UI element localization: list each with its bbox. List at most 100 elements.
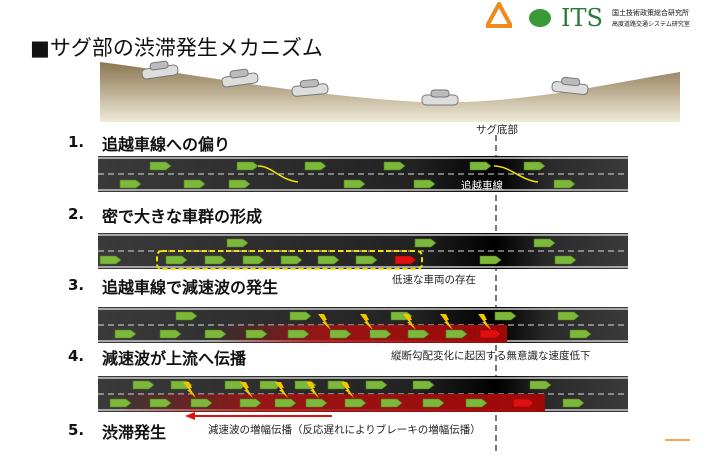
lightning-icon — [240, 382, 253, 398]
car-icon — [355, 255, 378, 265]
lightning-icon — [318, 314, 331, 330]
car-icon — [329, 329, 352, 339]
car-icon — [239, 398, 262, 408]
lane-change-arrow — [257, 165, 299, 183]
lightning-icon — [360, 314, 373, 330]
deceleration-wave-band — [110, 394, 545, 412]
slow-car-icon — [394, 255, 417, 265]
lightning-icon — [403, 314, 416, 330]
car-icon — [343, 179, 366, 189]
step-5-number: 5. — [68, 421, 85, 439]
car-icon — [380, 398, 403, 408]
car-icon — [554, 255, 577, 265]
car-icon — [523, 161, 546, 171]
car-icon — [175, 311, 198, 321]
lightning-icon — [478, 314, 491, 330]
lightning-icon — [440, 314, 453, 330]
step-3-heading: 追越車線で減速波の発生 — [102, 278, 279, 297]
its-logo-text: ITS — [561, 4, 603, 32]
car-icon — [289, 311, 312, 321]
car-icon — [569, 329, 592, 339]
step-1-heading: 追越車線への偏り — [102, 135, 231, 154]
lightning-icon — [183, 382, 196, 398]
car-icon — [412, 380, 435, 390]
step-4-heading: 減速波が上流へ伝播 — [102, 349, 247, 368]
hill-car-icon — [141, 60, 179, 80]
car-icon — [204, 329, 227, 339]
car-icon — [465, 398, 488, 408]
sag-bottom-label: サグ底部 — [476, 124, 518, 136]
step-2-number: 2. — [68, 205, 85, 223]
amplified-wave-label: 減速波の増幅伝播（反応遅れによりブレーキの増幅伝播） — [208, 424, 481, 436]
car-icon — [159, 329, 182, 339]
propagation-arrowhead-icon — [185, 412, 195, 420]
step-1-number: 1. — [68, 133, 85, 151]
car-icon — [226, 238, 249, 248]
hill — [100, 62, 680, 122]
car-icon — [344, 398, 367, 408]
lab-name: 高度道路交通システム研究室 — [612, 21, 690, 28]
deceleration-wave-band — [215, 325, 507, 343]
car-icon — [280, 255, 303, 265]
lightning-icon — [275, 382, 288, 398]
car-icon — [562, 398, 585, 408]
step-5-heading: 渋滞発生 — [102, 423, 167, 442]
car-icon — [479, 255, 502, 265]
car-icon — [407, 329, 430, 339]
step-4-number: 4. — [68, 347, 85, 365]
car-icon — [132, 380, 155, 390]
car-icon — [494, 311, 517, 321]
car-icon — [529, 380, 552, 390]
platoon-highlight-box — [156, 250, 423, 270]
car-icon — [149, 398, 172, 408]
car-icon — [228, 179, 251, 189]
car-icon — [413, 179, 436, 189]
lightning-icon — [341, 382, 354, 398]
car-icon — [317, 255, 340, 265]
hill-car-icon — [221, 68, 259, 88]
car-icon — [204, 255, 227, 265]
car-icon — [369, 329, 392, 339]
car-icon — [414, 238, 437, 248]
hill-car-icon — [421, 89, 459, 106]
car-icon — [183, 179, 206, 189]
car-icon — [274, 398, 297, 408]
car-icon — [149, 161, 172, 171]
slow-car-icon — [479, 329, 502, 339]
unconscious-slowdown-label: 縦断勾配変化に起因する無意識な速度低下 — [391, 350, 591, 362]
car-icon — [114, 329, 137, 339]
hill-car-icon — [551, 76, 589, 95]
car-icon — [236, 161, 259, 171]
car-icon — [190, 398, 213, 408]
passing-lane-label: 追越車線 — [461, 180, 503, 192]
car-icon — [445, 329, 468, 339]
car-icon — [553, 179, 576, 189]
step-3-number: 3. — [68, 276, 85, 294]
car-icon — [533, 238, 556, 248]
car-icon — [469, 161, 492, 171]
car-icon — [119, 179, 142, 189]
car-icon — [109, 398, 132, 408]
car-icon — [304, 161, 327, 171]
car-icon — [242, 255, 265, 265]
car-icon — [245, 329, 268, 339]
lane-change-arrow — [493, 165, 539, 183]
slow-car-icon — [512, 398, 535, 408]
page-title: ■サグ部の渋滞発生メカニズム — [30, 36, 323, 60]
lightning-icon — [306, 382, 319, 398]
slow-vehicle-label: 低速な車両の存在 — [392, 274, 476, 286]
step-2-heading: 密で大きな車群の形成 — [102, 207, 263, 226]
car-icon — [287, 329, 310, 339]
bilim-logo — [483, 0, 515, 33]
car-icon — [383, 161, 406, 171]
car-icon — [165, 255, 188, 265]
car-icon — [365, 380, 388, 390]
car-icon — [422, 398, 445, 408]
car-icon — [557, 311, 580, 321]
car-icon — [305, 398, 328, 408]
hill-car-icon — [291, 79, 329, 97]
car-icon — [99, 255, 122, 265]
org-name: 国土技術政策総合研究所 — [612, 9, 689, 17]
